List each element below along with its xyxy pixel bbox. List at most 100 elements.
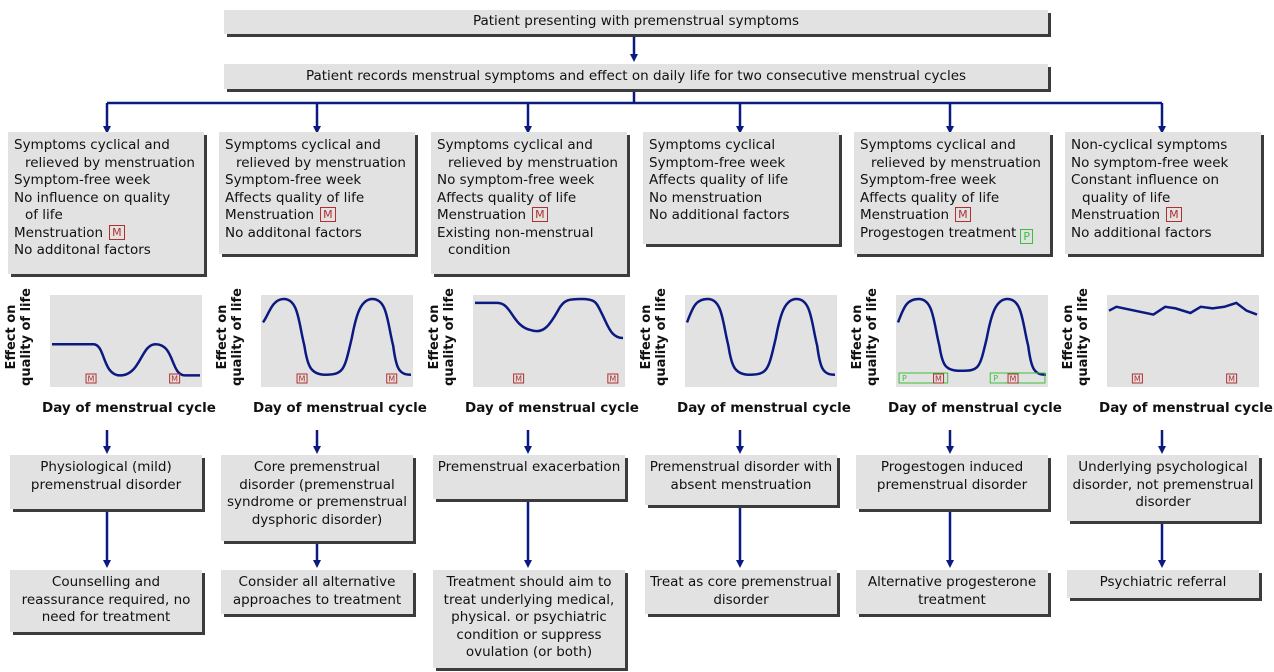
y-axis-label-line1: Effect on (427, 304, 442, 370)
record-text: Patient records menstrual symptoms and e… (305, 67, 967, 84)
criteria-line: No additonal factors (225, 225, 409, 243)
criteria-box: Symptoms cyclical and relieved by menstru… (8, 132, 204, 274)
y-axis-label-line2: quality of life (19, 288, 34, 386)
x-axis-label: Day of menstrual cycle (677, 400, 851, 416)
criteria-text: No additonal factors (14, 242, 151, 258)
record-box: Patient records menstrual symptoms and e… (224, 64, 1048, 89)
menstruation-period (513, 373, 525, 384)
criteria-text: of life (25, 207, 63, 223)
diagnosis-box: Core premenstrual disorder (premenstrual… (221, 455, 413, 541)
menstruation-marker: M (88, 375, 95, 384)
criteria-line: No symptom-free week (1071, 155, 1255, 173)
quality-curve (1108, 301, 1258, 316)
criteria-text: Symptoms cyclical and (14, 137, 170, 153)
criteria-text: relieved by menstruation (871, 154, 1041, 171)
y-axis-label-line2: quality of life (230, 288, 245, 386)
criteria-line: Constant influence on (1071, 172, 1255, 190)
criteria-line: No additional factors (649, 207, 833, 225)
menstruation-marker: M (955, 207, 971, 222)
presentation-text: Patient presenting with premenstrual sym… (472, 13, 800, 30)
presentation-box: Patient presenting with premenstrual sym… (224, 10, 1048, 34)
criteria-line: Affects quality of life (860, 190, 1044, 208)
criteria-text: relieved by menstruation (448, 154, 618, 171)
x-axis-label: Day of menstrual cycle (42, 400, 216, 416)
criteria-line: No additonal factors (14, 242, 198, 260)
criteria-line: Symptoms cyclical and (14, 137, 198, 155)
criteria-text: Symptoms cyclical and (860, 137, 1016, 153)
menstruation-marker: M (171, 375, 178, 384)
quality-curve (685, 297, 836, 376)
criteria-text: Menstruation (860, 207, 950, 223)
criteria-text: No menstruation (649, 189, 763, 206)
criteria-line: relieved by menstruation (14, 155, 198, 173)
criteria-text: Symptom-free week (860, 172, 997, 188)
criteria-line: No influence on quality (14, 190, 198, 208)
menstruation-marker: M (515, 375, 522, 384)
management-box: Counselling and reassurance required, no… (10, 570, 202, 632)
criteria-line: relieved by menstruation (225, 155, 409, 173)
criteria-text: Affects quality of life (437, 189, 577, 206)
menstruation-marker: M (1228, 375, 1235, 384)
management-box: Treatment should aim to treat underlying… (433, 570, 625, 668)
criteria-text: Constant influence on (1071, 172, 1220, 188)
criteria-line: Affects quality of life (225, 190, 409, 208)
criteria-line: Affects quality of life (437, 190, 621, 208)
diagnosis-box: Physiological (mild) premenstrual disord… (10, 455, 202, 509)
criteria-text: Affects quality of life (860, 189, 1000, 206)
management-box: Consider all alternative approaches to t… (221, 570, 413, 614)
menstruation-period (933, 373, 945, 384)
diagnosis-box: Premenstrual disorder with absent menstr… (645, 455, 837, 505)
criteria-text: Symptom-free week (14, 172, 151, 188)
menstruation-marker: M (109, 224, 125, 240)
criteria-text: Symptoms cyclical and (437, 137, 593, 153)
quality-curve (52, 342, 200, 377)
menstruation-period (169, 373, 181, 384)
menstruation-period (386, 373, 398, 384)
diagnosis-box: Premenstrual exacerbation (433, 455, 625, 499)
y-axis-label-line1: Effect on (4, 304, 19, 370)
criteria-line: Symptom-free week (649, 155, 833, 173)
menstruation-marker: M (1134, 375, 1141, 384)
quality-curve (261, 297, 412, 376)
menstruation-period (296, 373, 308, 384)
criteria-text: Symptoms cyclical (649, 137, 776, 153)
diagnosis-box: Underlying psychological disorder, not p… (1067, 455, 1259, 521)
criteria-line: Symptoms cyclical and (860, 137, 1044, 155)
menstruation-marker: M (299, 375, 306, 384)
criteria-line: Symptoms cyclical (649, 137, 833, 155)
plot-background (896, 295, 1048, 387)
criteria-line: Menstruation M (860, 207, 1044, 225)
menstruation-marker: M (609, 375, 616, 384)
criteria-text: No symptom-free week (1071, 154, 1229, 171)
menstruation-period (607, 373, 619, 384)
criteria-text: Existing non-menstrual (437, 224, 594, 241)
criteria-text: Progestogen treatment (860, 224, 1017, 241)
criteria-text: No additonal factors (225, 224, 362, 241)
management-box: Alternative progesterone treatment (856, 570, 1048, 614)
criteria-line: Symptoms cyclical and (225, 137, 409, 155)
quality-curve (896, 297, 1047, 376)
criteria-text: No additional factors (649, 207, 790, 223)
menstruation-marker: M (935, 375, 942, 384)
y-axis-label-line2: quality of life (865, 288, 880, 386)
criteria-text: Symptom-free week (649, 154, 786, 171)
criteria-line: Symptoms cyclical and (437, 137, 621, 155)
criteria-text: Affects quality of life (649, 172, 789, 188)
x-axis-label: Day of menstrual cycle (253, 400, 427, 416)
plot-background (473, 295, 625, 387)
y-axis-label-line1: Effect on (639, 304, 654, 370)
menstruation-period (1131, 373, 1143, 384)
